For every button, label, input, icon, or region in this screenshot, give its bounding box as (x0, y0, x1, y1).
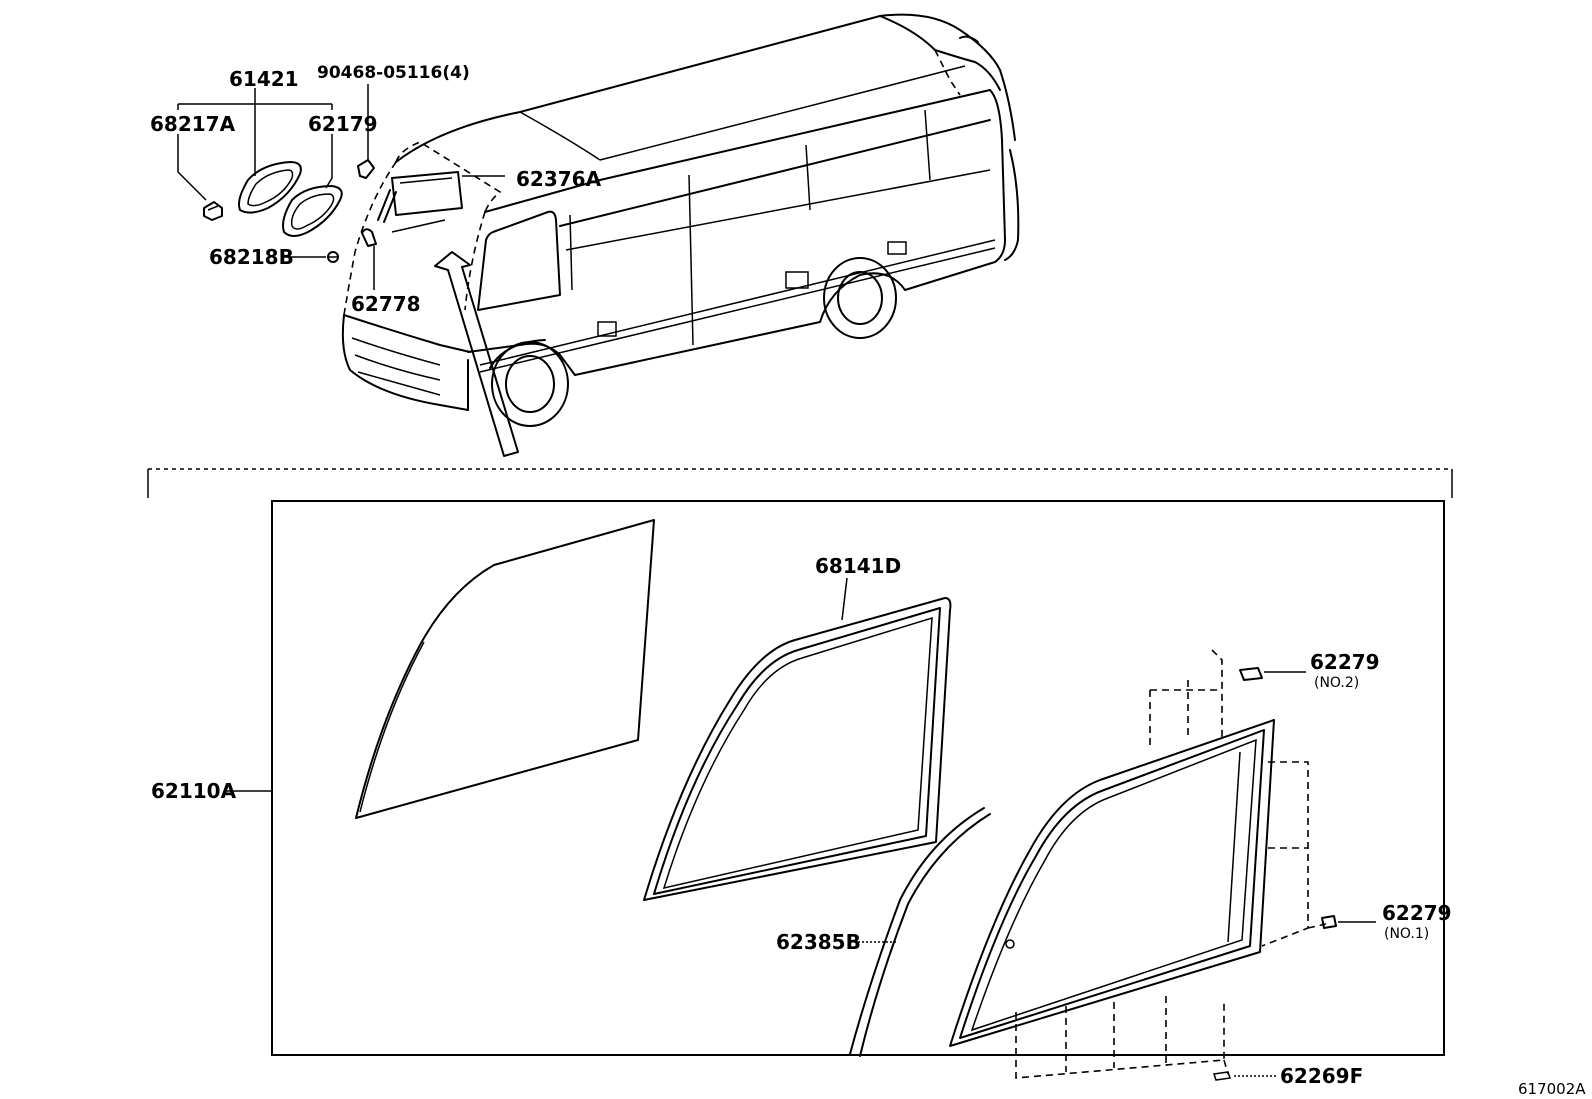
label-62778: 62778 (351, 292, 421, 316)
label-62279-no2-sub: (NO.2) (1314, 675, 1359, 691)
leader-lines-top (177, 84, 505, 290)
part-61421-shape (238, 161, 302, 214)
figure-code: 617002A (1518, 1080, 1586, 1098)
label-62269F: 62269F (1280, 1064, 1363, 1088)
label-62385B: 62385B (776, 930, 861, 954)
van-illustration (341, 13, 1020, 457)
leader-68141D (841, 577, 848, 621)
part-68217A-clip (203, 201, 223, 221)
part-62179-shape (282, 185, 343, 237)
clip-62279-no2 (1239, 667, 1263, 681)
label-90468: 90468-05116(4) (317, 63, 470, 83)
weatherstrip-68141D (643, 597, 952, 901)
label-62376A: 62376A (516, 167, 602, 191)
bracket-divider (147, 468, 1453, 498)
detail-box (271, 500, 1445, 1056)
clip-62269F (1213, 1071, 1231, 1081)
part-90468-clip (357, 159, 375, 179)
label-62179: 62179 (308, 112, 378, 136)
label-62110A: 62110A (151, 779, 237, 803)
label-68218B: 68218B (209, 245, 294, 269)
part-68218B-clip (327, 251, 339, 263)
clip-dashes (1015, 649, 1327, 1079)
label-61421: 61421 (229, 67, 299, 91)
glass-62110A (355, 519, 655, 819)
clip-62279-no1 (1321, 915, 1337, 929)
label-62279-no1: 62279 (1382, 901, 1452, 925)
run-channel-62385B (849, 807, 991, 1057)
label-62279-no1-sub: (NO.1) (1384, 926, 1429, 942)
label-68217A: 68217A (150, 112, 236, 136)
door-frame (949, 719, 1275, 1047)
label-68141D: 68141D (815, 554, 901, 578)
label-62279-no2: 62279 (1310, 650, 1380, 674)
